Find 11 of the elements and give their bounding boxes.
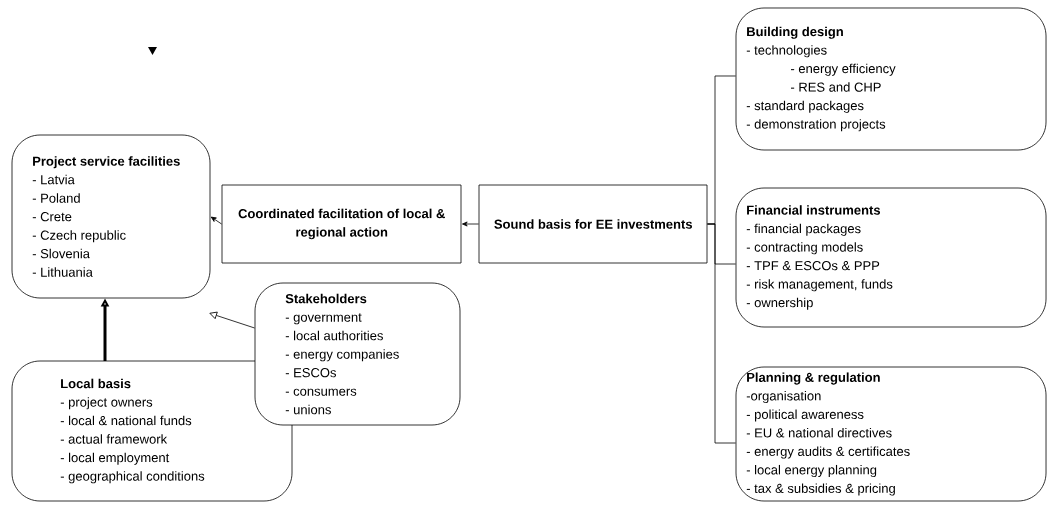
arrow	[209, 311, 255, 329]
rounded-box: Stakeholders - government - local authorities - energy companies - ESCOs - consumers - unions	[254, 282, 461, 426]
arrow	[210, 216, 222, 225]
rounded-box: Building design - technologies - energy efficiency - RES and CHP - standard packages - demonstration projects	[735, 7, 1047, 151]
rounded-box: Planning & regulation -organisation - political awareness - EU & national directives - energy audits & certificates - local energy planning - tax & subsidies & pricing	[735, 366, 1047, 502]
rounded-box: Financial instruments - financial packages - contracting models - TPF & ESCOs & PPP - risk management, funds - ownership	[735, 187, 1047, 328]
process-box: Sound basis for EE investments	[478, 184, 708, 264]
rounded-box: Project service facilities - Latvia - Poland - Crete - Czech republic - Slovenia - Lithuania	[11, 134, 211, 299]
process-box: Coordinated facilitation of local & regional action	[221, 184, 462, 264]
connector-line	[707, 223, 736, 444]
arrow	[462, 221, 479, 227]
